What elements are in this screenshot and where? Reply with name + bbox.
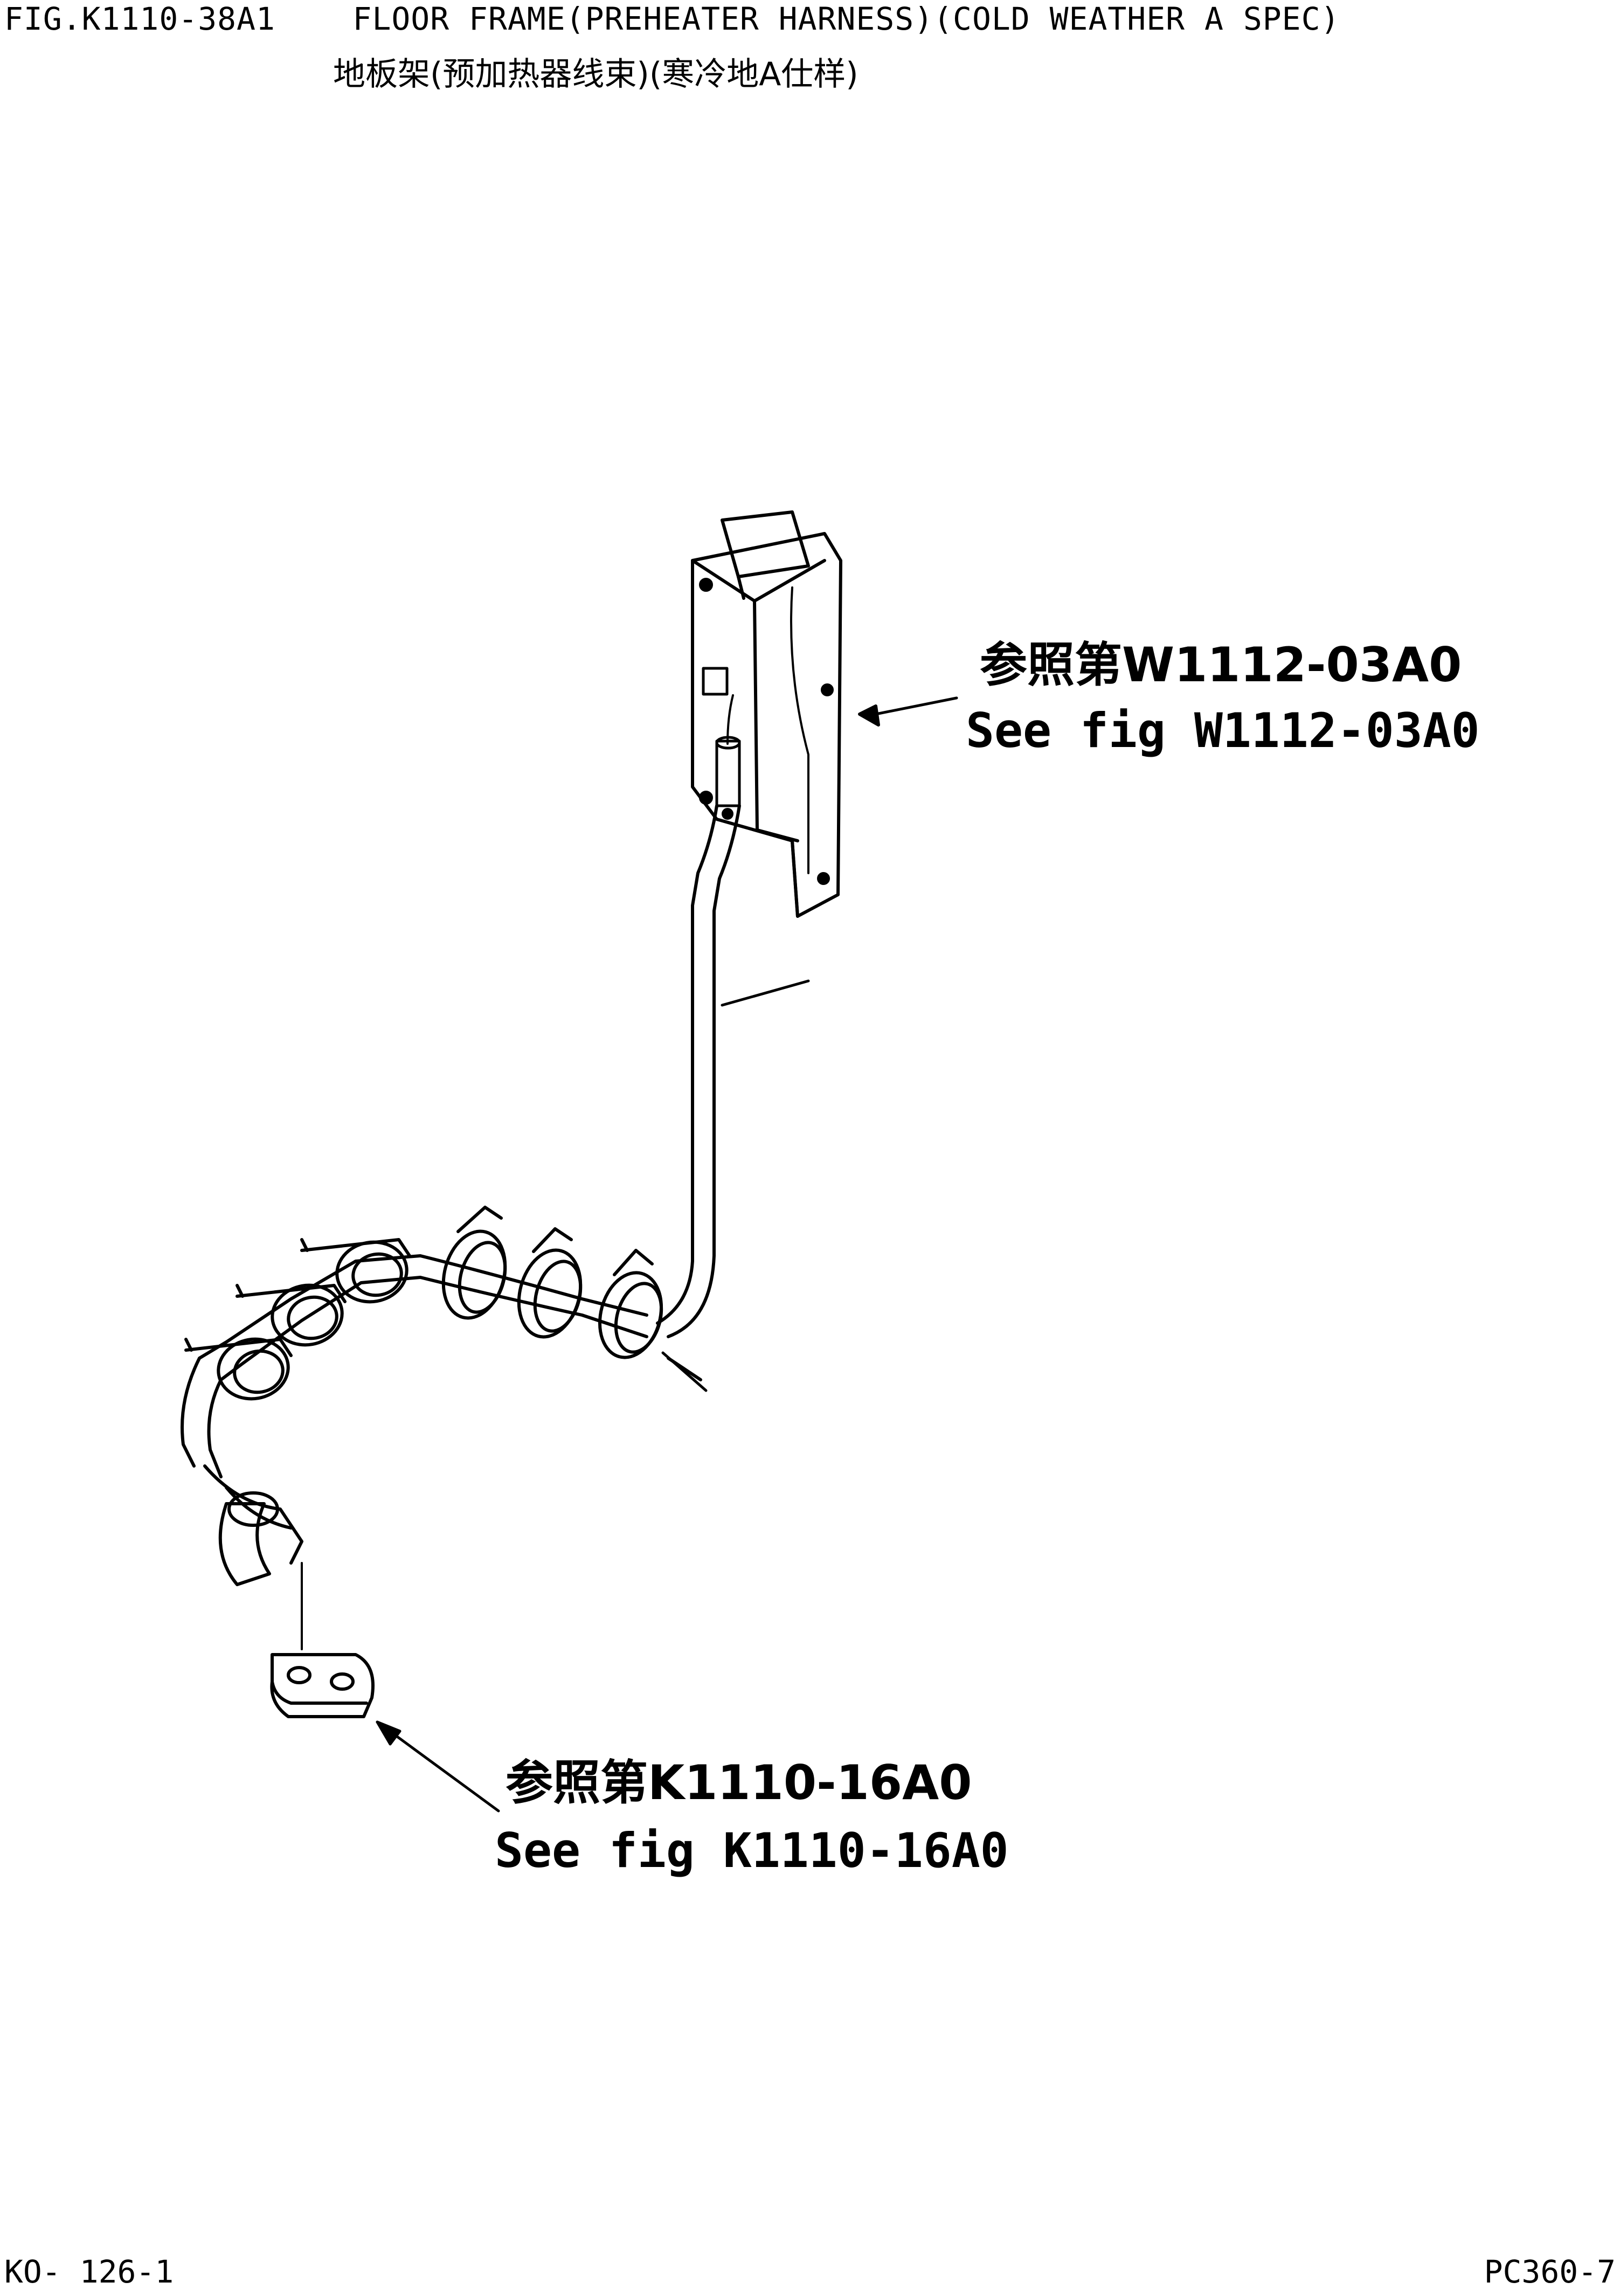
clamp bbox=[300, 1238, 411, 1304]
leader-line-clamp bbox=[661, 1351, 708, 1392]
clamp bbox=[517, 1227, 583, 1339]
leader-line-bracket bbox=[874, 696, 958, 716]
harness-connector bbox=[715, 739, 741, 807]
callout-reference-en: See fig K1110-16A0 bbox=[495, 1823, 1009, 1878]
callout-reference-cn: 参照第W1112-03A0 bbox=[980, 637, 1462, 693]
leader-line-harness bbox=[721, 979, 810, 1007]
plug-block bbox=[270, 1562, 375, 1718]
control-box-bracket bbox=[691, 510, 880, 918]
bolt bbox=[699, 791, 713, 805]
bolt bbox=[821, 683, 834, 696]
figure-title: FIG.K1110-38A1 FLOOR FRAME(PREHEATER HAR… bbox=[4, 1, 1340, 37]
harness-clamps bbox=[184, 1206, 702, 1586]
callout-reference-cn: 参照第K1110-16A0 bbox=[506, 1755, 972, 1810]
leader-lines bbox=[376, 696, 958, 1813]
callout-reference-en: See fig W1112-03A0 bbox=[966, 703, 1480, 758]
preheater-harness bbox=[181, 736, 741, 1565]
figure-title-chinese: 地板架(预加热器线束)(寒冷地A仕样) bbox=[333, 56, 859, 93]
leader-line-plug bbox=[376, 1720, 500, 1813]
bolt bbox=[699, 578, 713, 592]
back-plate bbox=[691, 532, 842, 918]
bolt bbox=[722, 808, 733, 820]
clamp bbox=[218, 1491, 279, 1586]
bolt bbox=[817, 872, 830, 885]
clamp bbox=[441, 1206, 507, 1320]
model-number: PC360-7 bbox=[1484, 2253, 1616, 2290]
top-connector-box bbox=[721, 510, 810, 578]
leader-arrowhead bbox=[376, 1720, 401, 1746]
switch bbox=[702, 667, 729, 696]
clamp bbox=[184, 1337, 293, 1401]
page-number: KO- 126-1 bbox=[4, 2253, 174, 2290]
plug-hole bbox=[330, 1672, 355, 1691]
clamp bbox=[236, 1283, 347, 1347]
plug-hole bbox=[287, 1666, 311, 1684]
